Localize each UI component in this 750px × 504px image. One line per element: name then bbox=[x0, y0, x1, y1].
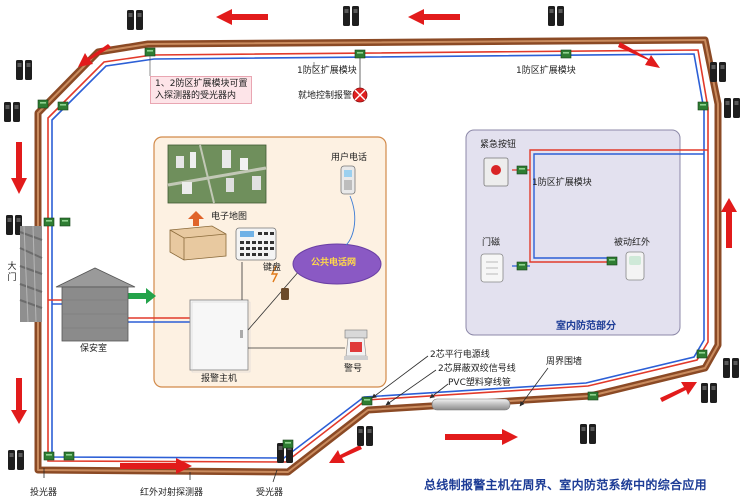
wall-label: 周界围墙 bbox=[546, 357, 583, 367]
zone-module-label-top-right: 1防区扩展模块 bbox=[516, 66, 576, 76]
gate-label: 大门 bbox=[7, 262, 17, 283]
user-phone-label: 用户电话 bbox=[331, 153, 368, 163]
wire-label-power: 2芯平行电源线 bbox=[430, 350, 490, 360]
guard-room-label: 保安室 bbox=[80, 344, 108, 354]
receiver-label: 受光器 bbox=[256, 488, 284, 498]
module-note-line2: 入探测器的受光器内 bbox=[155, 91, 237, 101]
siren-icon bbox=[344, 329, 368, 360]
keypad-icon bbox=[235, 227, 277, 261]
main-title: 总线制报警主机在周界、室内防范系统中的综合应用 bbox=[424, 478, 707, 492]
emergency-button-icon bbox=[483, 157, 509, 187]
bus-wire-blue bbox=[51, 53, 705, 459]
host-label: 报警主机 bbox=[201, 374, 238, 384]
guard-house-icon bbox=[55, 267, 136, 342]
city-map-icon bbox=[167, 144, 267, 204]
emap-label: 电子地图 bbox=[211, 212, 248, 222]
module-note: 1、2防区扩展模块可置 入探测器的受光器内 bbox=[150, 76, 253, 104]
siren-label: 警号 bbox=[344, 364, 363, 374]
conduit-icon bbox=[431, 398, 511, 411]
green-arrow-to-host bbox=[128, 288, 156, 304]
pir-label: 被动红外 bbox=[614, 238, 651, 248]
pir-icon bbox=[625, 251, 645, 281]
transmitter-label: 投光器 bbox=[30, 488, 58, 498]
keypad-label: 键盘 bbox=[263, 263, 282, 273]
pstn-ellipse bbox=[292, 243, 382, 285]
remote-icon bbox=[281, 288, 289, 300]
zone-module-label-top: 1防区扩展模块 bbox=[297, 66, 357, 76]
alarm-device-icon bbox=[169, 225, 227, 261]
alarm-lamp-icon bbox=[352, 87, 368, 103]
gate-icon bbox=[19, 225, 43, 323]
alarm-host-icon bbox=[189, 299, 251, 373]
arrow-to-map bbox=[188, 211, 204, 226]
wire-label-conduit: PVC塑料穿线管 bbox=[448, 378, 511, 388]
ir-detector-label: 红外对射探测器 bbox=[140, 488, 204, 498]
local-alarm-label: 就地控制报警 bbox=[298, 91, 353, 101]
wire-label-signal: 2芯屏蔽双绞信号线 bbox=[438, 364, 516, 374]
flow-arrows bbox=[11, 9, 737, 474]
door-magnet-label: 门磁 bbox=[482, 238, 501, 248]
door-magnet-icon bbox=[480, 253, 504, 283]
pstn-label: 公共电话网 bbox=[311, 258, 357, 268]
phone-icon bbox=[340, 165, 356, 195]
emergency-label: 紧急按钮 bbox=[480, 140, 517, 150]
module-note-line1: 1、2防区扩展模块可置 bbox=[155, 79, 248, 89]
indoor-title: 室内防范部分 bbox=[556, 321, 616, 332]
zone-module-label-indoor: 1防区扩展模块 bbox=[532, 178, 592, 188]
indoor-area-panel bbox=[465, 129, 681, 336]
